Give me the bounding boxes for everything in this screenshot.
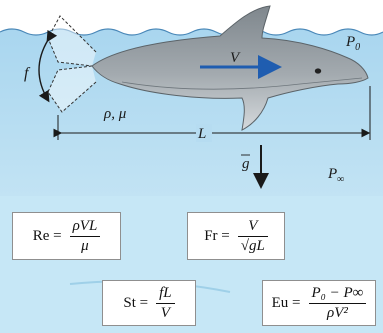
euler-numerator: P₀ − P∞ — [308, 285, 367, 304]
euler-number-formula: Eu = P₀ − P∞ ρV² — [262, 280, 376, 326]
froude-number-formula: Fr = V √gL — [187, 212, 285, 260]
dolphin-belly-line — [121, 77, 363, 90]
euler-lhs: Eu = — [271, 294, 301, 311]
water-surface — [0, 28, 383, 36]
froude-lhs: Fr = — [204, 227, 230, 244]
tail-flap-outline-lower — [47, 65, 97, 113]
ambient-pressure-label: P∞ — [327, 166, 344, 185]
froude-denominator: √gL — [237, 235, 268, 255]
dolphin-eye — [314, 68, 322, 74]
reynolds-lhs: Re = — [32, 227, 62, 244]
strouhal-fraction: fL V — [156, 285, 175, 322]
reynolds-number-formula: Re = ρVL μ — [12, 212, 121, 260]
strouhal-denominator: V — [160, 304, 170, 321]
froude-fraction: V √gL — [237, 218, 268, 255]
reynolds-fraction: ρVL μ — [69, 218, 101, 255]
frequency-label: f — [24, 65, 31, 82]
froude-numerator: V — [245, 218, 261, 237]
velocity-label: V — [230, 50, 241, 66]
gravity-label: g — [242, 156, 250, 172]
frequency-arc-arrow — [38, 29, 58, 103]
reynolds-numerator: ρVL — [69, 218, 101, 237]
stagnation-pressure-label: P0 — [345, 34, 360, 53]
strouhal-numerator: fL — [156, 285, 175, 304]
strouhal-lhs: St = — [123, 294, 149, 311]
euler-denominator: ρV² — [327, 304, 348, 321]
euler-fraction: P₀ − P∞ ρV² — [308, 285, 367, 322]
froude-denominator-radicand: gL — [248, 237, 265, 254]
density-viscosity-label: ρ, μ — [103, 106, 127, 122]
strouhal-number-formula: St = fL V — [102, 280, 196, 326]
reynolds-denominator: μ — [81, 237, 89, 254]
length-label: L — [197, 126, 206, 142]
